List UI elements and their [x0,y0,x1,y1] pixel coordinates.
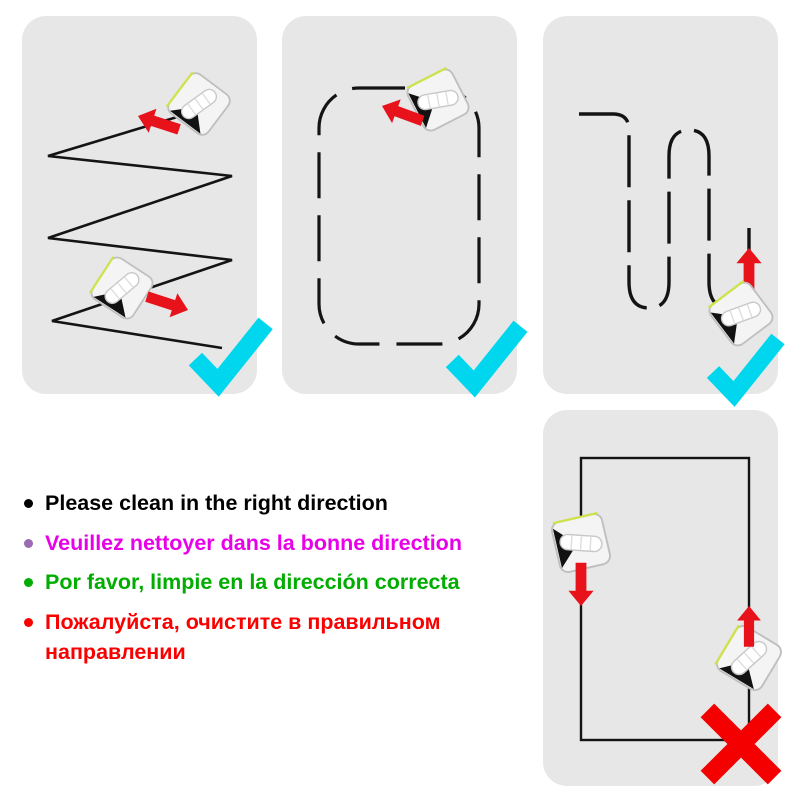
panel-serpentine-correct [543,16,778,394]
window-cleaner-icon [392,54,484,146]
instruction-text-russian: Пожалуйста, очистите в правильном направ… [45,609,441,665]
bullet-icon [24,617,33,627]
instruction-text-spanish: Por favor, limpie en la dirección correc… [45,570,460,595]
panel-vertical-wrong [529,410,795,786]
instruction-line-spanish: Por favor, limpie en la dirección correc… [24,567,524,598]
instruction-line-english: Please clean in the right direction [24,488,524,519]
bullet-icon [24,578,33,588]
bullet-icon [24,499,33,508]
bullet-icon [24,538,33,548]
panel-perimeter-correct [282,16,517,394]
correct-checkmark-icon [713,339,778,394]
perimeter-path [317,86,481,346]
correct-checkmark-icon [195,323,265,382]
wrong-cross-icon [707,710,774,777]
instructions-text-block: Please clean in the right direction Veui… [24,488,524,677]
instruction-line-russian: Пожалуйста, очистите в правильном направ… [24,607,524,668]
serpentine-path [579,112,751,310]
panel-zigzag-correct [22,16,257,394]
zigzag-path [47,109,233,350]
instruction-text-french: Veuillez nettoyer dans la bonne directio… [45,530,462,555]
instruction-line-french: Veuillez nettoyer dans la bonne directio… [24,528,524,559]
rectangle-path [579,456,751,742]
instruction-text-english: Please clean in the right direction [45,491,388,515]
window-cleaner-icon [80,246,164,330]
